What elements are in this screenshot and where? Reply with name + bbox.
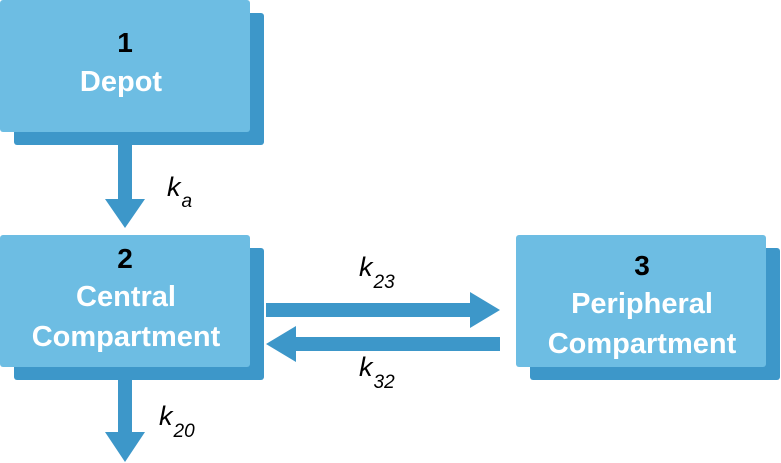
depot-box (0, 0, 250, 132)
peripheral-label-line1: Peripheral (571, 288, 713, 320)
rate-ka-symbol: k (167, 172, 182, 202)
central-compartment: 2 Central Compartment (0, 235, 264, 380)
rate-k32-subscript: 32 (374, 372, 396, 393)
peripheral-compartment: 3 Peripheral Compartment (516, 235, 780, 380)
rate-label-ka: ka (167, 172, 192, 212)
arrow-peripheral-to-central (266, 326, 500, 362)
peripheral-number: 3 (634, 250, 650, 281)
peripheral-box (516, 235, 766, 367)
central-box (0, 235, 250, 367)
arrow-depot-to-central (105, 145, 145, 228)
central-label-line2: Compartment (32, 321, 221, 353)
depot-compartment: 1 Depot (0, 0, 264, 145)
arrow-central-elimination (105, 380, 145, 462)
rate-k32-symbol: k (359, 352, 374, 382)
central-label-line1: Central (76, 281, 176, 313)
rate-ka-subscript: a (182, 191, 193, 212)
rate-k20-symbol: k (159, 401, 174, 431)
arrow-central-to-peripheral (266, 292, 500, 328)
rate-label-k20: k20 (159, 401, 195, 442)
depot-label: Depot (80, 66, 163, 98)
rate-k23-subscript: 23 (373, 272, 396, 293)
rate-k20-subscript: 20 (173, 421, 196, 442)
rate-label-k23: k23 (359, 252, 395, 293)
rate-label-k32: k32 (359, 352, 395, 393)
depot-number: 1 (117, 27, 133, 58)
peripheral-label-line2: Compartment (548, 328, 737, 360)
central-number: 2 (117, 243, 133, 274)
rate-k23-symbol: k (359, 252, 374, 282)
